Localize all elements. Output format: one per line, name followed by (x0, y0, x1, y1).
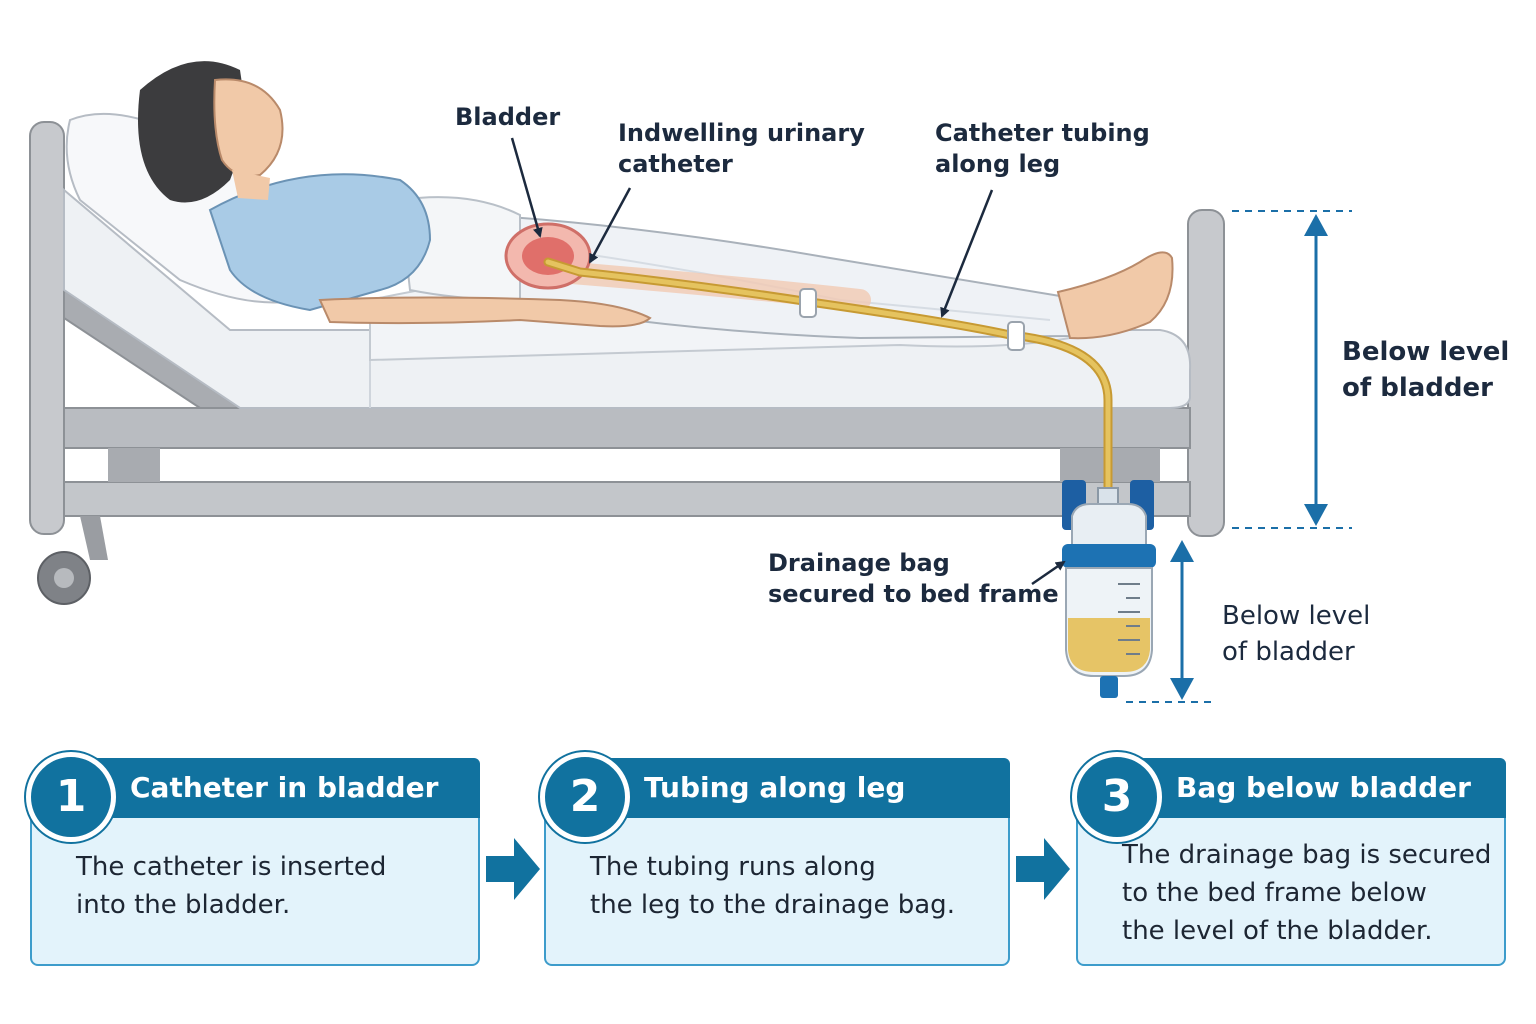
bed-footboard (1187, 209, 1225, 537)
step-card-2: Tubing along leg The tubing runs along t… (540, 752, 1010, 966)
flow-arrow-icon (1016, 838, 1070, 900)
drainage-bag-label: Drainage bag secured to bed frame (768, 549, 1059, 608)
step-card-3: Bag below bladder The drainage bag is se… (1072, 752, 1506, 966)
tube-securement-clip (799, 288, 1025, 351)
patient-illustration (29, 61, 1352, 703)
level-indicator-top (1232, 210, 1352, 529)
step-description: The catheter is inserted into the bladde… (30, 818, 480, 966)
flow-arrow-icon (486, 838, 540, 900)
step-number-badge: 1 (26, 752, 116, 842)
tubing-label: Catheter tubing along leg (935, 119, 1150, 178)
below-level-label-top: Below level of bladder (1342, 337, 1510, 403)
bed-headboard (29, 121, 65, 535)
below-level-label-bottom: Below level of bladder (1222, 601, 1371, 667)
callout-pointers (510, 137, 1066, 586)
step-title: Catheter in bladder (82, 758, 480, 818)
patient-feet (1056, 251, 1174, 340)
bladder-organ (504, 222, 592, 290)
bed-wheel (37, 516, 108, 605)
step-number-badge: 3 (1072, 752, 1162, 842)
drainage-bag (1062, 480, 1156, 698)
step-number-badge: 2 (540, 752, 630, 842)
step-title: Bag below bladder (1128, 758, 1506, 818)
step-description: The tubing runs along the leg to the dra… (544, 818, 1010, 966)
level-indicator-bottom (1126, 540, 1214, 703)
step-title: Tubing along leg (596, 758, 1010, 818)
catheter-label: Indwelling urinary catheter (618, 119, 865, 178)
patient-arm (318, 296, 652, 328)
patient-gown (208, 173, 432, 312)
patient-head (138, 61, 284, 203)
step-card-1: Catheter in bladder The catheter is inse… (26, 752, 480, 966)
bladder-label: Bladder (455, 103, 561, 131)
step-description: The drainage bag is secured to the bed f… (1076, 818, 1506, 966)
catheter-tubing (543, 257, 1113, 497)
